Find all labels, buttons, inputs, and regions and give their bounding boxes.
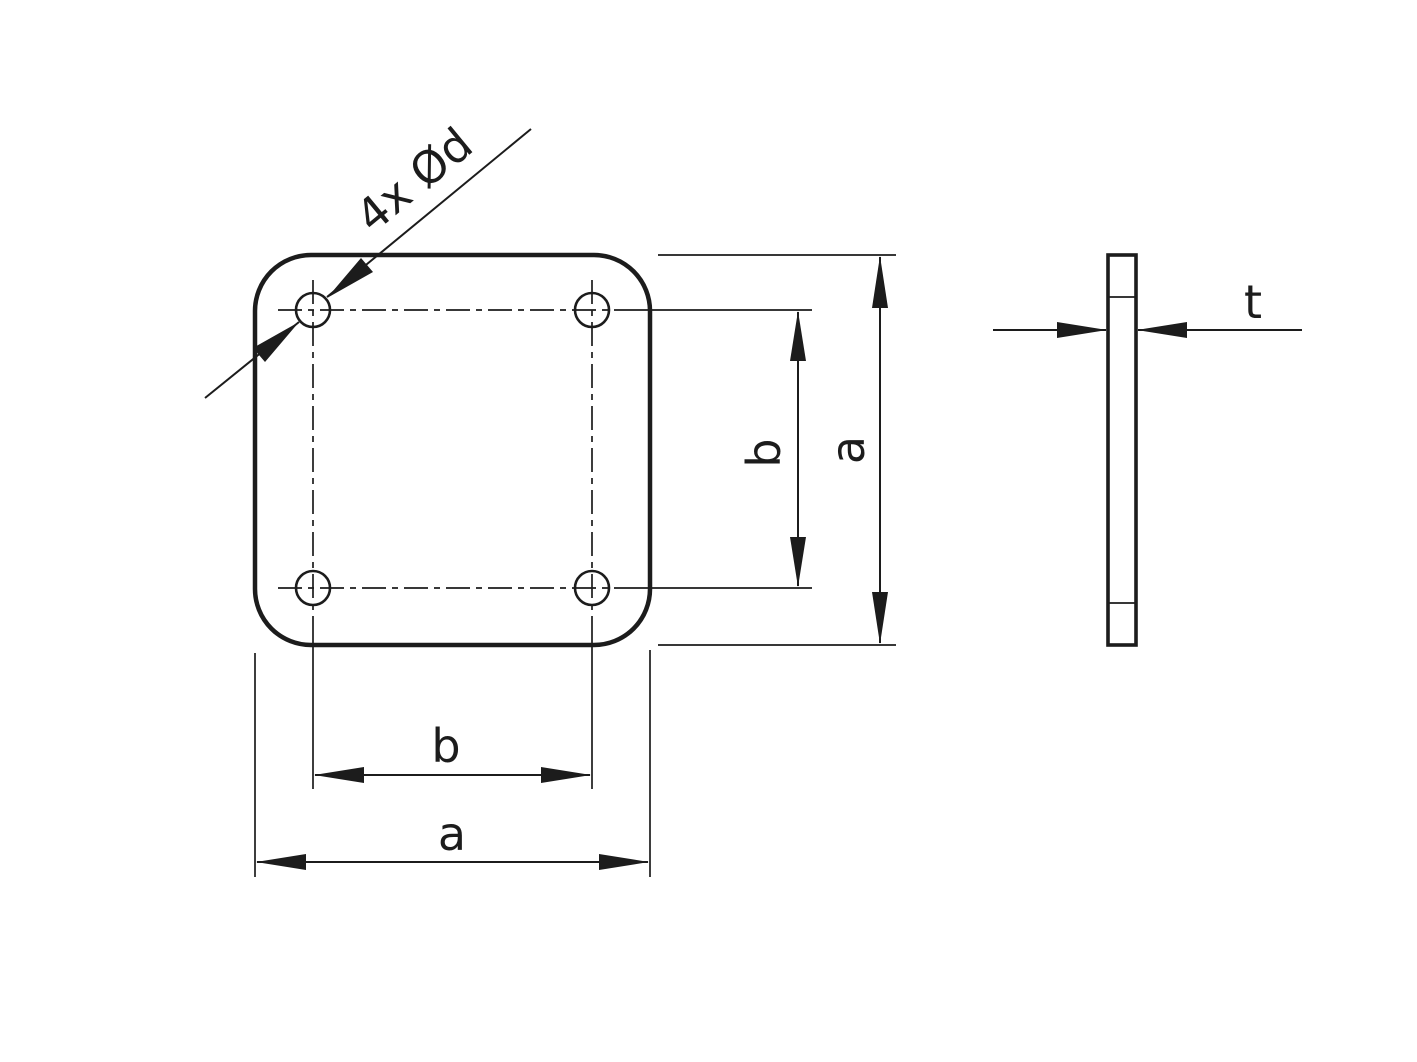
plate-side-profile (1106, 253, 1138, 647)
arrowhead-right-icon (541, 767, 591, 783)
hole-top-right (573, 291, 611, 329)
label-plate-height: a (821, 436, 875, 464)
dim-plate-height: a (821, 256, 888, 644)
arrowhead-down-icon (790, 537, 806, 587)
side-view (1106, 253, 1138, 647)
dim-hole-pitch-horizontal: b (314, 719, 591, 783)
arrowhead-left-icon (256, 854, 306, 870)
plate-outline (252, 252, 653, 648)
extension-lines (254, 254, 896, 877)
arrowhead-up-icon (872, 256, 888, 308)
dim-plate-width: a (256, 807, 649, 870)
front-view (252, 252, 653, 648)
label-plate-width: a (438, 807, 466, 861)
label-hole-pitch-horizontal: b (431, 719, 460, 773)
label-thickness: t (1244, 275, 1262, 329)
hole-top-left (294, 291, 332, 329)
arrowhead-toward-hole-icon (253, 322, 299, 362)
arrowhead-down-icon (872, 592, 888, 644)
label-hole-pitch-vertical: b (737, 438, 791, 467)
arrowhead-left-icon (314, 767, 364, 783)
arrowhead-right-icon (1057, 322, 1107, 338)
hole-bottom-right (573, 569, 611, 607)
arrowhead-left-icon (1137, 322, 1187, 338)
hole-bottom-left (294, 569, 332, 607)
arrowhead-toward-hole-icon (327, 258, 373, 298)
dim-thickness: t (993, 275, 1302, 338)
arrowhead-up-icon (790, 311, 806, 361)
dim-hole-pitch-vertical: b (737, 311, 806, 587)
arrowhead-right-icon (599, 854, 649, 870)
